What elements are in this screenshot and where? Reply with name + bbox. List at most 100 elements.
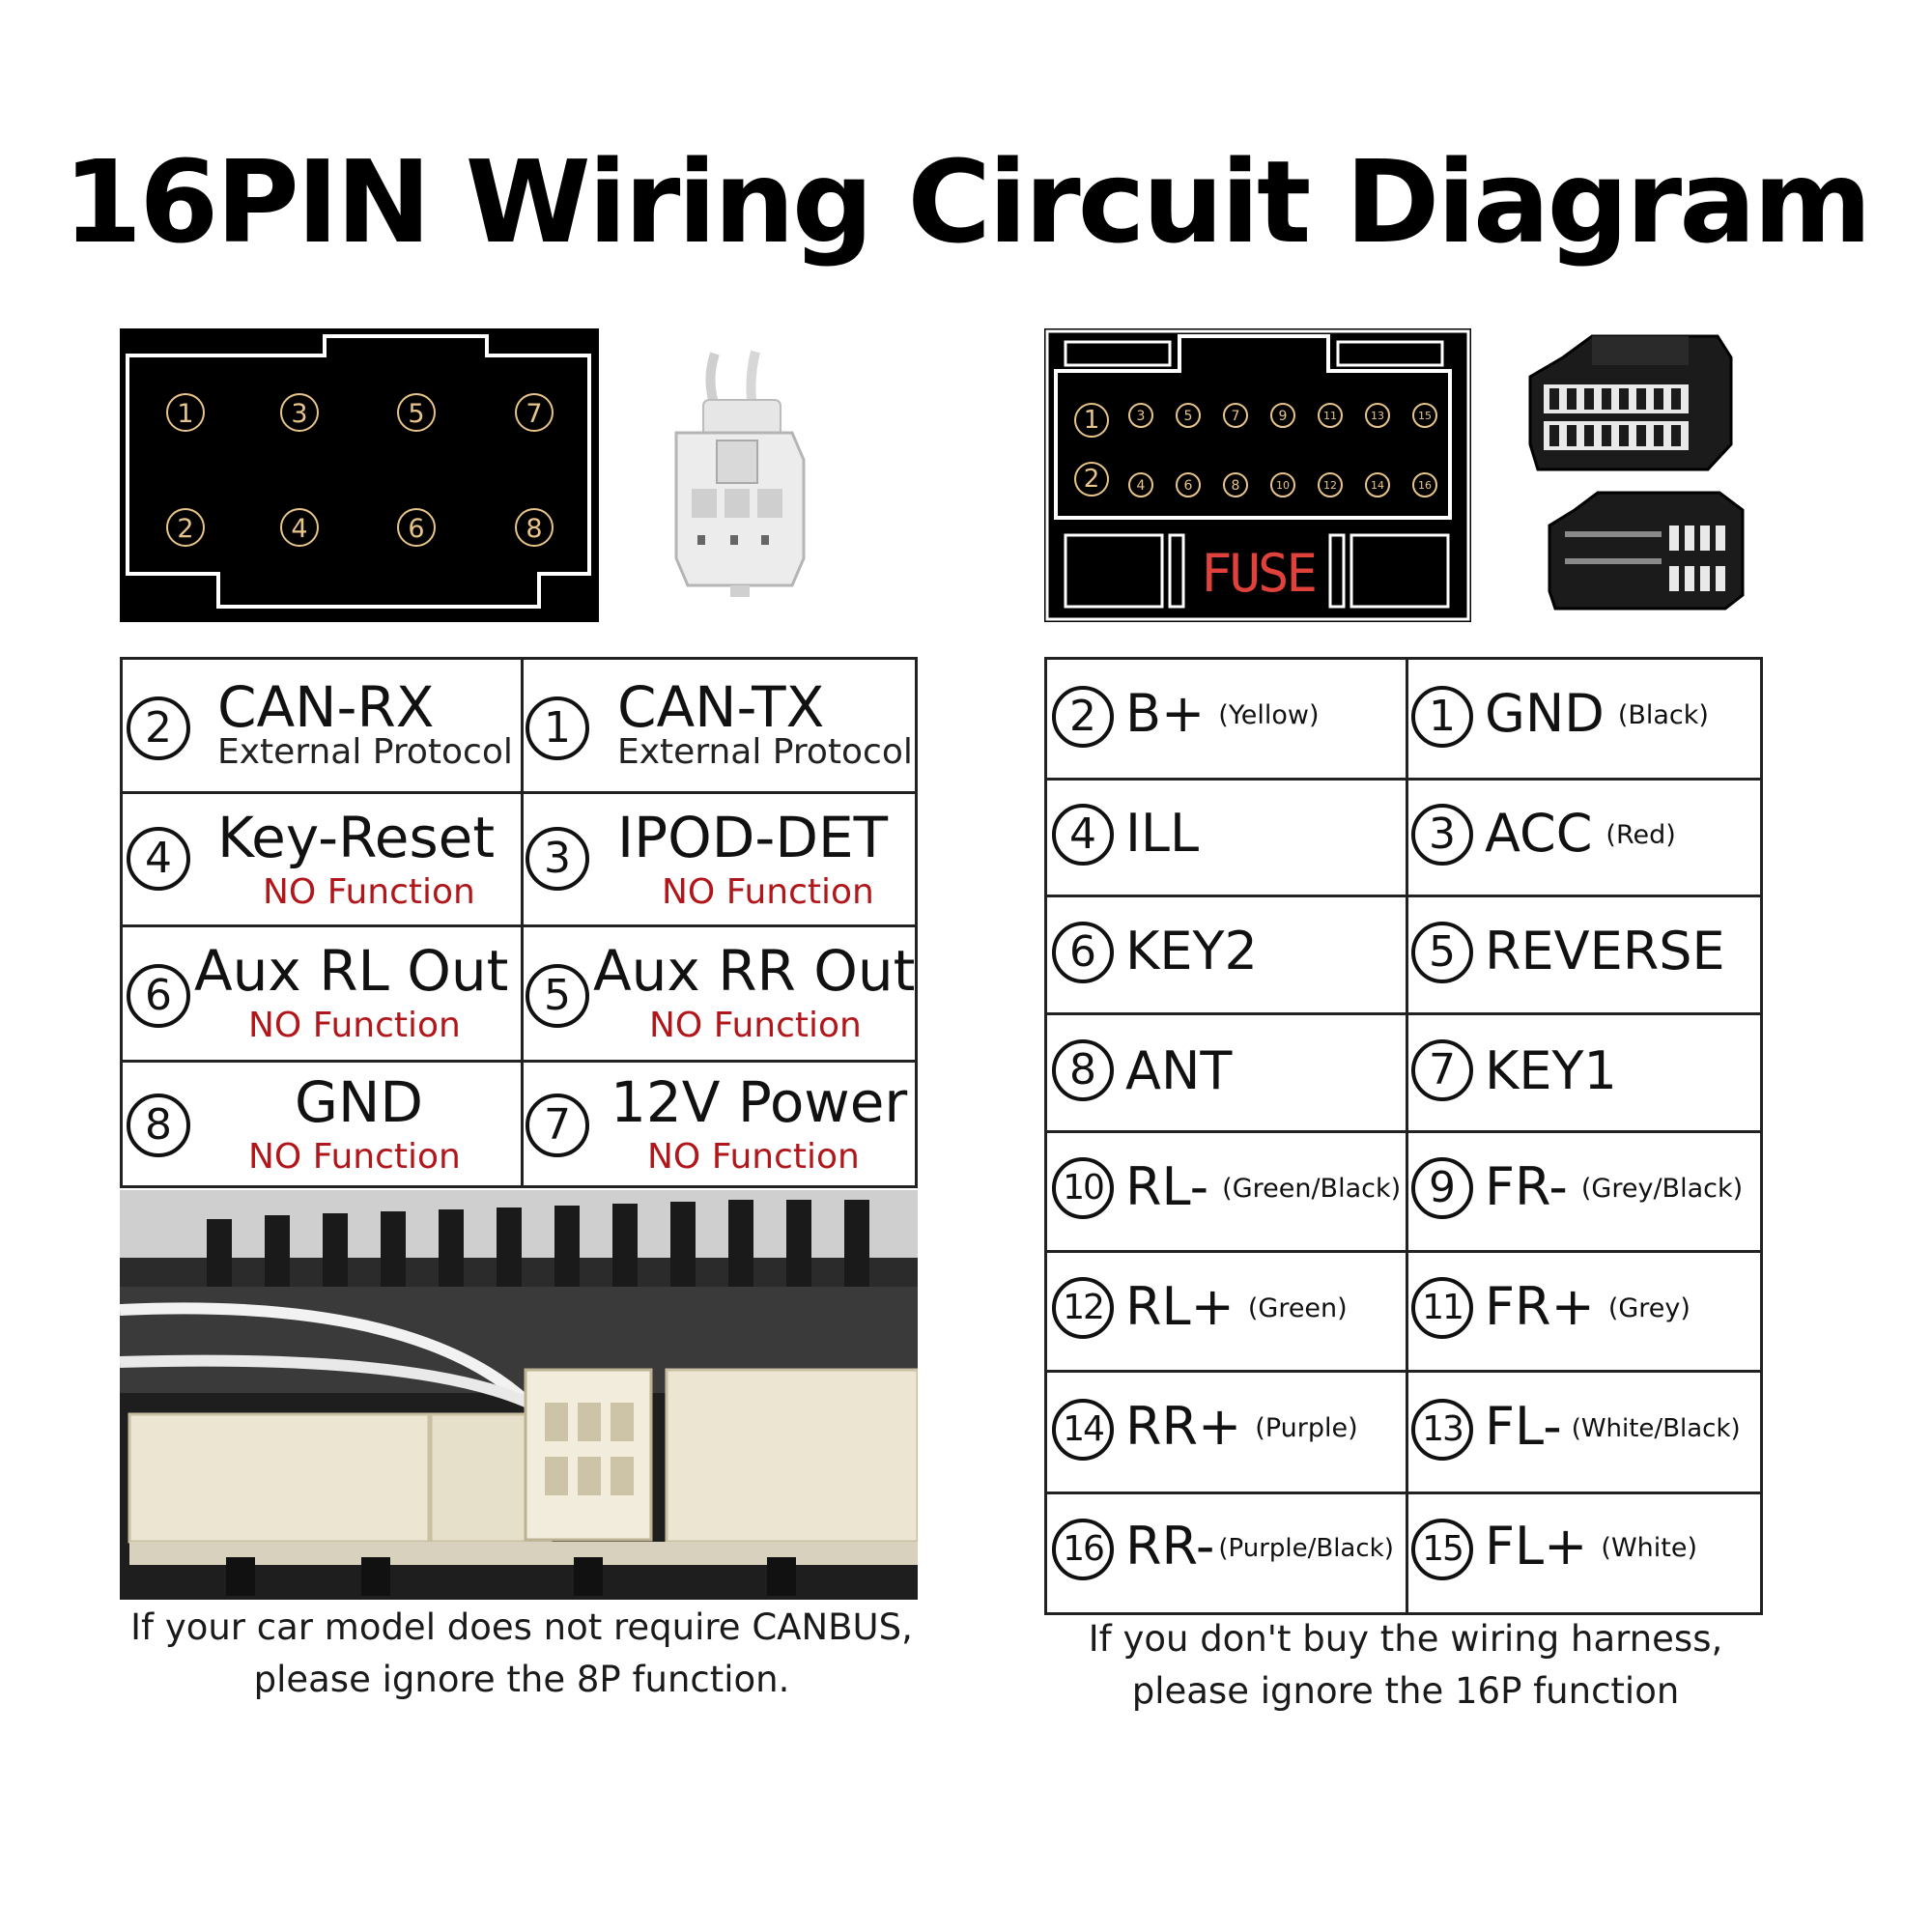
pin-function-label: KEY1 [1485, 1040, 1617, 1101]
connector-8p-face: 1 3 5 7 2 4 6 8 [120, 328, 599, 622]
pin-16p-3: 3 [1128, 403, 1153, 428]
connector-16p-plug-image-top [1528, 334, 1733, 471]
pin-function-label: FR+ [1485, 1276, 1595, 1337]
pin-function-label: REVERSE [1485, 921, 1725, 981]
pin-16p-9: 9 [1270, 403, 1295, 428]
wire-color-label: (Purple) [1255, 1413, 1358, 1443]
pin-function-name: FL-(White/Black) [1485, 1401, 1741, 1453]
pin-function-note: NO Function [649, 1006, 862, 1045]
pin-number-badge: 8 [1052, 1039, 1114, 1101]
pin-function-name: 12V Power [611, 1069, 908, 1135]
wire-color-label: (White/Black) [1571, 1414, 1741, 1443]
connector-16p-plug-image-bottom [1548, 491, 1745, 611]
pin-function-note: NO Function [263, 872, 475, 912]
table-8p-cell: 2 CAN-RX External Protocol [123, 660, 521, 791]
pin-function-label: ACC [1485, 803, 1593, 864]
wire-color-label: (Green/Black) [1222, 1174, 1402, 1204]
table-8p-cell: 4 Key-Reset NO Function [123, 794, 521, 924]
pin-8p-2: 2 [166, 508, 205, 547]
pin-function-name: ACC(Red) [1485, 808, 1676, 860]
pin-number-badge: 7 [1411, 1039, 1473, 1101]
pin-number-badge: 2 [1052, 686, 1114, 748]
fuse-label: FUSE [1200, 543, 1318, 604]
table-8p-cell: 3 IPOD-DET NO Function [524, 794, 915, 924]
pin-8p-4: 4 [280, 508, 319, 547]
pin-8p-3: 3 [280, 393, 319, 432]
pin-function-sub: External Protocol [617, 732, 913, 772]
pin-function-name: Key-Reset [217, 805, 496, 870]
pin-function-label: FL+ [1485, 1516, 1588, 1577]
pin-number-badge: 5 [526, 964, 589, 1028]
pin-16p-6: 6 [1176, 472, 1201, 497]
pin-number-badge: 3 [1411, 804, 1473, 866]
pin-function-name: RL-(Green/Black) [1125, 1161, 1401, 1213]
pin-number-badge: 6 [1052, 922, 1114, 983]
pin-function-name: RR-(Purple/Black) [1125, 1520, 1394, 1573]
note-8p-line2: please ignore the 8P function. [253, 1659, 790, 1700]
pin-number-badge: 9 [1411, 1157, 1473, 1219]
pin-16p-11: 11 [1318, 403, 1343, 428]
table-8p-row-line [123, 924, 915, 927]
pin-16p-5: 5 [1176, 403, 1201, 428]
pin-function-name: Aux RL Out [194, 938, 509, 1004]
wire-color-label: (Green) [1247, 1293, 1348, 1323]
connector-8p-outline [120, 328, 599, 622]
pin-function-name: Aux RR Out [593, 938, 916, 1004]
wire-color-label: (White) [1601, 1533, 1697, 1563]
pin-function-name: ANT [1125, 1045, 1245, 1097]
table-16p-row-line [1047, 895, 1760, 897]
table-8p-cell: 5 Aux RR Out NO Function [524, 927, 915, 1060]
pin-function-name: RL+(Green) [1125, 1281, 1348, 1333]
table-16p-row-line [1047, 1012, 1760, 1015]
pin-8p-7: 7 [515, 393, 554, 432]
connector-16p-face: FUSE 1 3 5 7 9 11 13 15 2 4 6 8 10 12 14… [1044, 328, 1471, 622]
pin-16p-16: 16 [1412, 472, 1437, 497]
table-8p-row-line [123, 791, 915, 794]
pin-number-badge: 8 [127, 1094, 190, 1157]
pin-16p-10: 10 [1270, 472, 1295, 497]
pin-8p-6: 6 [397, 508, 436, 547]
connector-16p-outline [1044, 328, 1471, 622]
pin-8p-8: 8 [515, 508, 554, 547]
pin-8p-5: 5 [397, 393, 436, 432]
pin-number-badge: 2 [127, 696, 190, 760]
pin-16p-1: 1 [1074, 403, 1109, 438]
pin-16p-14: 14 [1365, 472, 1390, 497]
pin-function-label: FL- [1485, 1396, 1562, 1457]
pin-8p-1: 1 [166, 393, 205, 432]
pin-number-badge: 5 [1411, 922, 1473, 983]
wire-color-label: (Grey) [1607, 1293, 1690, 1323]
pin-function-note: NO Function [662, 872, 874, 912]
pin-number-badge: 12 [1052, 1277, 1114, 1339]
note-16p-line1: If you don't buy the wiring harness, [1088, 1618, 1723, 1660]
pin-function-sub: External Protocol [217, 732, 513, 772]
pin-number-badge: 15 [1411, 1519, 1473, 1580]
pin-16p-7: 7 [1223, 403, 1248, 428]
pin-function-name: CAN-RX [217, 674, 435, 740]
wire-color-label: (Red) [1605, 820, 1676, 850]
note-16p: If you don't buy the wiring harness, ple… [1024, 1613, 1787, 1718]
pin-number-badge: 11 [1411, 1277, 1473, 1339]
connector-8p-plug-image [674, 350, 806, 597]
pin-function-name: KEY2 [1125, 925, 1271, 978]
table-16p-row-line [1047, 1130, 1760, 1133]
pin-function-label: ANT [1125, 1040, 1233, 1101]
table-16p-row-line [1047, 1250, 1760, 1253]
table-16p-row-line [1047, 1492, 1760, 1494]
wire-color-label: (Yellow) [1218, 700, 1320, 730]
table-16p-divider [1406, 660, 1408, 1612]
pin-number-badge: 1 [1411, 686, 1473, 748]
head-unit-connector-photo [120, 1190, 918, 1600]
pin-number-badge: 10 [1052, 1157, 1114, 1219]
pin-16p-12: 12 [1318, 472, 1343, 497]
pin-function-name: ILL [1125, 808, 1212, 860]
pin-function-label: KEY2 [1125, 921, 1258, 981]
pin-number-badge: 3 [526, 827, 589, 891]
wire-color-label: (Purple/Black) [1218, 1534, 1394, 1563]
pin-function-label: GND [1485, 683, 1605, 744]
pin-number-badge: 13 [1411, 1399, 1473, 1461]
pin-function-name: CAN-TX [617, 674, 825, 740]
table-8p-cell: 1 CAN-TX External Protocol [524, 660, 915, 791]
pin-number-badge: 4 [1052, 804, 1114, 866]
pin-function-note: NO Function [647, 1137, 860, 1177]
